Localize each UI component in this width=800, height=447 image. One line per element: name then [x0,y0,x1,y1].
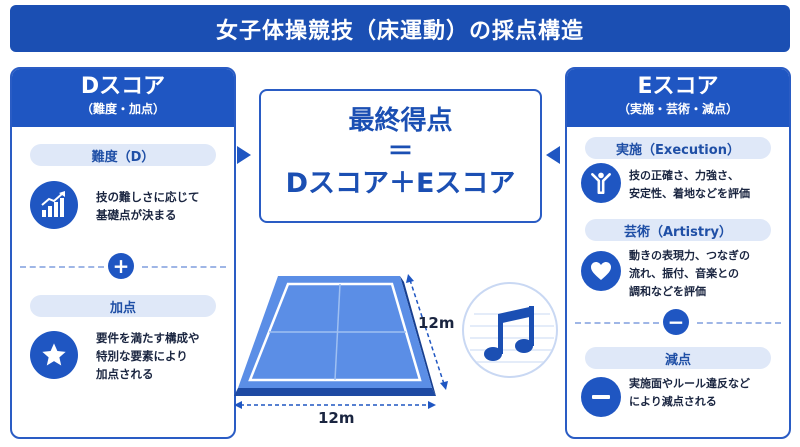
difficulty-desc-line-2: 基礎点が決まる [96,208,177,222]
e-score-title: Eスコア [637,74,719,99]
deduction-desc-line-1: 実施面やルール違反など [629,377,750,390]
artistry-desc-line-2: 流れ、振付、音楽との [629,267,739,280]
bonus-desc-line-1: 要件を満たす構成や [96,331,200,345]
bonus-desc-line-3: 加点される [96,367,154,381]
final-score-label: 最終得点 [348,106,453,136]
arrow-left-icon [546,146,560,164]
music-note-icon [462,282,558,378]
bonus-desc-line-2: 特別な要素により [96,349,188,363]
plus-icon: + [108,253,134,279]
minus-icon [581,377,621,417]
e-score-subtitle: （実施・芸術・減点） [617,102,738,116]
divider-right-a [575,322,659,324]
artistry-label: 芸術（Artistry） [585,219,771,241]
difficulty-desc-line-1: 技の難しさに応じて [96,190,200,204]
equals-sign: ＝ [387,137,414,167]
final-score-formula: Dスコア＋Eスコア [285,168,516,199]
arrow-right-icon [237,146,251,164]
execution-description: 技の正確さ、力強さ、 安定性、着地などを評価 [629,167,750,203]
divider-left-b [142,266,226,268]
artistry-desc-line-1: 動きの表現力、つなぎの [629,249,750,262]
bar-chart-growth-icon [30,181,78,229]
artistry-desc-line-3: 調和などを評価 [629,285,706,298]
difficulty-description: 技の難しさに応じて 基礎点が決まる [96,188,200,224]
star-icon [30,331,78,379]
d-score-header: Dスコア （難度・加点） [12,69,234,127]
deduction-desc-line-2: により減点される [629,395,717,408]
artistry-description: 動きの表現力、つなぎの 流れ、振付、音楽との 調和などを評価 [629,247,750,301]
page-title: 女子体操競技（床運動）の採点構造 [10,5,790,52]
floor-width-label: 12m [318,409,355,427]
divider-right-b [697,322,781,324]
minus-operator-icon: − [663,309,689,335]
floor-mat-icon [234,274,448,409]
bonus-label: 加点 [30,295,216,317]
deduction-label: 減点 [585,347,771,369]
divider-left-a [20,266,104,268]
deduction-description: 実施面やルール違反など により減点される [629,375,750,411]
e-score-panel: Eスコア （実施・芸術・減点） 実施（Execution） 技の正確さ、力強さ、… [565,67,791,439]
gymnast-icon [581,163,621,203]
d-score-title: Dスコア [80,74,166,99]
e-score-header: Eスコア （実施・芸術・減点） [567,69,789,127]
difficulty-label: 難度（D） [30,144,216,166]
heart-icon [581,251,621,291]
d-score-panel: Dスコア （難度・加点） 難度（D） 技の難しさに応じて 基礎点が決まる + 加… [10,67,236,439]
bonus-description: 要件を満たす構成や 特別な要素により 加点される [96,329,200,383]
d-score-subtitle: （難度・加点） [80,102,165,116]
final-score-box: 最終得点 ＝ Dスコア＋Eスコア [259,89,542,223]
execution-desc-line-1: 技の正確さ、力強さ、 [629,169,739,182]
floor-depth-label: 12m [418,314,455,332]
execution-label: 実施（Execution） [585,137,771,159]
execution-desc-line-2: 安定性、着地などを評価 [629,187,750,200]
